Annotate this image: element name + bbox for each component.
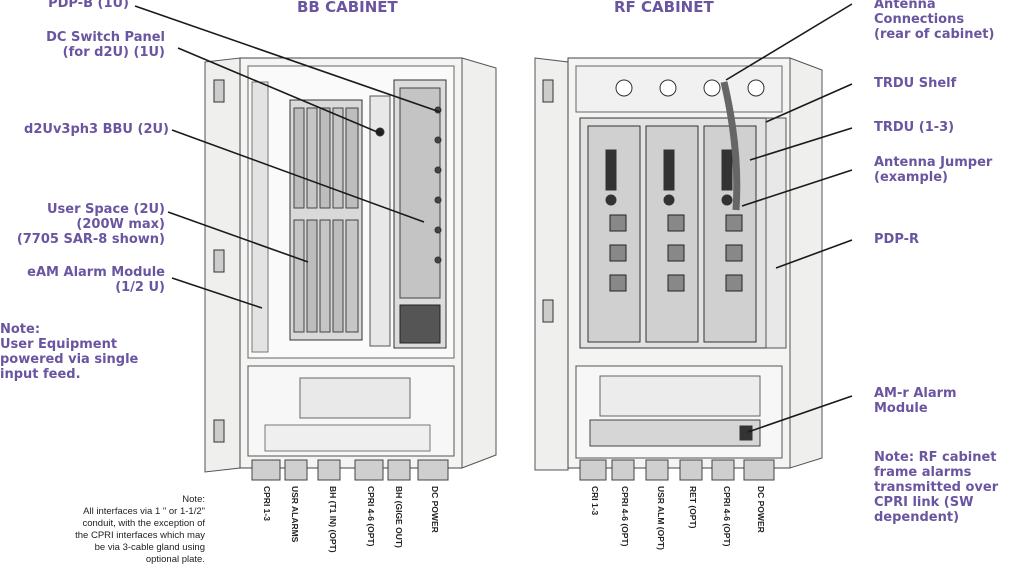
leader-trdu	[749, 127, 853, 161]
leader-pdp-b	[134, 5, 441, 113]
label-trdu: TRDU (1-3)	[874, 120, 955, 135]
label-trdu-shelf: TRDU Shelf	[874, 76, 957, 91]
leader-pdp-r	[775, 239, 853, 269]
label-user-space: User Space (2U) (200W max) (7705 SAR-8 s…	[16, 202, 165, 247]
rf-cabinet-title: RF CABINET	[614, 0, 714, 16]
leader-amr	[747, 395, 853, 433]
label-antenna-jumper: Antenna Jumper (example)	[874, 155, 993, 185]
leader-lines	[134, 3, 853, 433]
label-pdp-b: PDP-B (1U)	[48, 0, 129, 11]
bb-port-label: DC POWER	[430, 486, 440, 533]
leader-bbu	[171, 129, 425, 223]
label-amr-alarm-module: AM-r Alarm Module	[874, 386, 957, 416]
rf-port-label: CPRI 4-6 (OPT)	[620, 486, 630, 547]
leader-antenna-jumper	[741, 169, 853, 207]
leader-dc-switch	[177, 47, 383, 135]
bb-port-label: USR ALARMS	[290, 486, 300, 543]
leader-user-space	[167, 211, 309, 263]
label-bbu: d2Uv3ph3 BBU (2U)	[24, 122, 169, 137]
bb-cabinet-title: BB CABINET	[297, 0, 398, 16]
label-pdp-r: PDP-R	[874, 232, 920, 247]
label-eam-alarm-module: eAM Alarm Module (1/2 U)	[27, 265, 165, 295]
bb-port-label: BH (T1 IN) (OPT)	[328, 486, 338, 553]
leader-antenna-conn	[725, 3, 853, 81]
leader-eam	[171, 277, 263, 309]
leader-trdu-shelf	[765, 83, 853, 123]
bb-port-label: CPRI 1-3	[262, 486, 272, 521]
label-antenna-connections: Antenna Connections (rear of cabinet)	[874, 0, 995, 42]
rf-port-label: CPRI 4-6 (OPT)	[722, 486, 732, 547]
bb-port-label: BH (GIGE OUT)	[394, 486, 404, 548]
note-interfaces: Note: All interfaces via 1 " or 1-1/2" c…	[75, 494, 205, 565]
rf-cabinet	[534, 57, 823, 481]
bb-cabinet	[204, 57, 497, 481]
note-rf-cabinet: Note: RF cabinet frame alarms transmitte…	[874, 450, 999, 525]
rf-port-label: CRI 1-3	[590, 486, 600, 516]
rf-port-label: DC POWER	[756, 486, 766, 533]
label-dc-switch-panel: DC Switch Panel (for d2U) (1U)	[46, 30, 165, 60]
rf-port-label: RET (OPT)	[688, 486, 698, 529]
bb-port-label: CPRI 4-6 (OPT)	[366, 486, 376, 547]
rf-port-label: USR ALM (OPT)	[656, 486, 666, 550]
note-user-equipment: Note: User Equipment powered via single …	[0, 322, 139, 382]
